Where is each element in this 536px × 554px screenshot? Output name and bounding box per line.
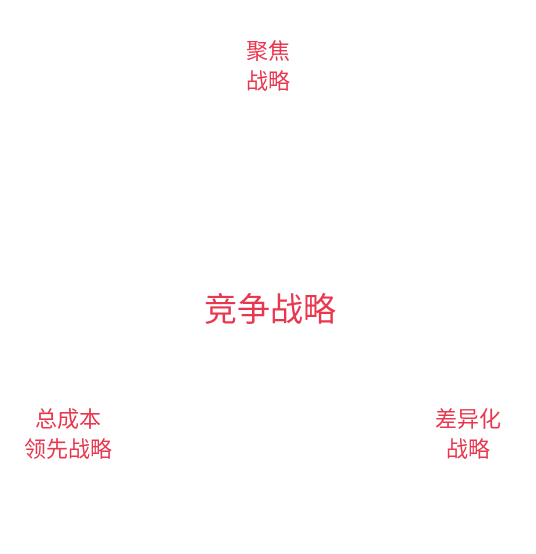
cost-leadership-line-1: 总成本 xyxy=(34,408,101,433)
focus-strategy-line-2: 战略 xyxy=(245,70,290,95)
cost-leadership-line-2: 领先战略 xyxy=(23,438,112,463)
cost-leadership-strategy-label: 总成本 领先战略 xyxy=(8,406,128,466)
differentiation-strategy-label: 差异化 战略 xyxy=(418,406,518,466)
competitive-strategy-title: 竞争战略 xyxy=(170,288,370,332)
differentiation-line-2: 战略 xyxy=(445,438,490,463)
differentiation-line-1: 差异化 xyxy=(434,408,501,433)
focus-strategy-line-1: 聚焦 xyxy=(245,40,290,65)
focus-strategy-label: 聚焦 战略 xyxy=(228,38,308,98)
competitive-strategy-text: 竞争战略 xyxy=(204,290,336,329)
